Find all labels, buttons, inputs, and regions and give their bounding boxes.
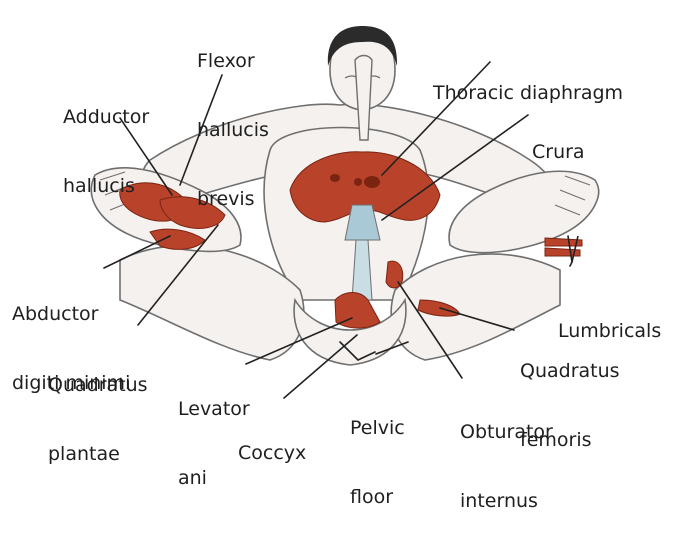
label-pelvic-floor: Pelvic floor (350, 371, 405, 532)
anatomy-figure: Flexor hallucis brevis Adductor hallucis… (0, 0, 675, 425)
label-adductor-hallucis: Adductor hallucis (63, 60, 149, 221)
label-thoracic-diaphragm: Thoracic diaphragm (433, 36, 623, 128)
label-obturator-internus: Obturator internus (460, 375, 553, 536)
label-quadratus-plantae: Quadratus plantae (48, 328, 148, 489)
label-coccyx: Coccyx (238, 396, 306, 488)
label-crura: Crura (532, 95, 585, 187)
label-flexor-hallucis-brevis: Flexor hallucis brevis (197, 4, 269, 234)
